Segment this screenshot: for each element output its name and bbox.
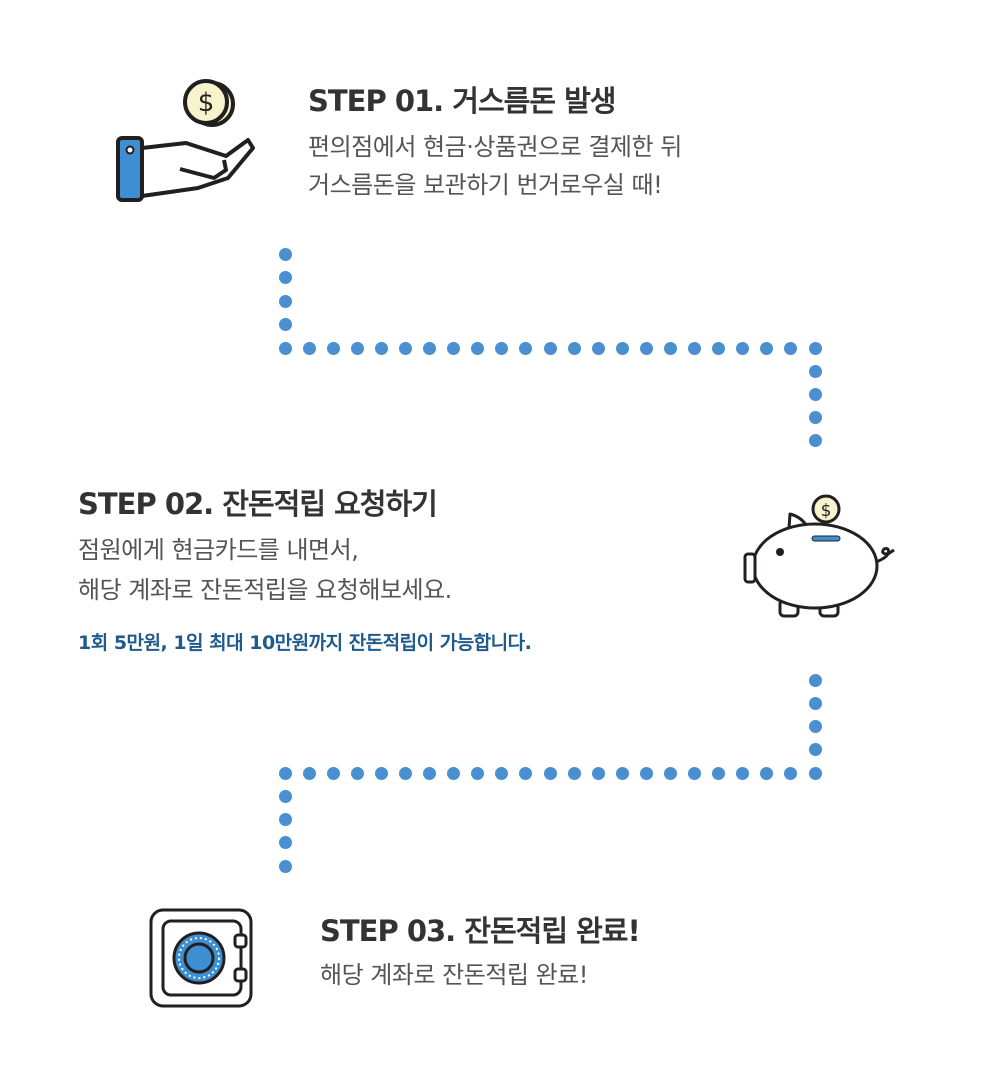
path-dot	[688, 341, 702, 355]
path-dot	[591, 341, 605, 355]
path-dot	[639, 766, 653, 780]
path-dot	[736, 766, 750, 780]
path-dot	[567, 341, 581, 355]
path-dot	[447, 341, 461, 355]
svg-text:$: $	[198, 88, 215, 118]
step-2-line-2: 해당 계좌로 잔돈적립을 요청해보세요.	[78, 576, 452, 604]
path-dot	[663, 766, 677, 780]
path-dot	[350, 341, 364, 355]
path-dot	[423, 766, 437, 780]
path-dot	[278, 294, 292, 308]
safe-icon	[149, 908, 253, 1008]
path-dot	[278, 836, 292, 850]
path-dot	[808, 364, 822, 378]
path-dot	[808, 387, 822, 401]
path-dot	[808, 720, 822, 733]
path-dot	[326, 341, 340, 355]
path-dot	[278, 766, 292, 780]
path-dot	[471, 766, 485, 780]
path-dot	[591, 766, 605, 780]
path-dot	[278, 859, 292, 873]
path-dot	[663, 341, 677, 355]
path-dot	[639, 341, 653, 355]
path-dot	[712, 341, 726, 355]
step-1-title: STEP 01. 거스름돈 발생	[308, 84, 616, 118]
path-dot	[374, 766, 388, 780]
path-dot	[760, 766, 774, 780]
path-dot	[784, 766, 798, 780]
path-dot	[374, 341, 388, 355]
path-dot	[447, 766, 461, 780]
path-dot	[495, 341, 509, 355]
path-dot	[278, 341, 292, 355]
path-dot	[760, 341, 774, 355]
path-dot	[302, 766, 316, 780]
path-dot	[543, 341, 557, 355]
path-dot	[278, 271, 292, 284]
path-dot	[278, 318, 292, 331]
path-dot	[736, 341, 750, 355]
path-dot	[808, 410, 822, 424]
path-dot	[471, 341, 485, 355]
path-dot	[712, 766, 726, 780]
path-dot	[784, 341, 798, 355]
path-dot	[808, 673, 822, 687]
path-dot	[495, 766, 509, 780]
step-1-line-1: 편의점에서 현금·상품권으로 결제한 뒤	[308, 133, 682, 161]
step-2-note: 1회 5만원, 1일 최대 10만원까지 잔돈적립이 가능합니다.	[78, 632, 532, 654]
path-dot	[278, 789, 292, 803]
hand-coin-icon: $	[116, 79, 255, 202]
piggy-bank-icon: $	[743, 494, 895, 618]
path-dot	[278, 813, 292, 826]
path-dot	[567, 766, 581, 780]
path-dot	[615, 766, 629, 780]
path-dot	[543, 766, 557, 780]
path-dot	[350, 766, 364, 780]
path-dot	[423, 341, 437, 355]
path-dot	[808, 743, 822, 757]
step-2-line-1: 점원에게 현금카드를 내면서,	[78, 536, 359, 564]
path-dot	[808, 696, 822, 710]
step-3-title: STEP 03. 잔돈적립 완료!	[320, 914, 641, 948]
path-dot	[398, 766, 412, 780]
step-1-line-2: 거스름돈을 보관하기 번거로우실 때!	[308, 171, 663, 199]
path-dot	[278, 247, 292, 261]
svg-text:$: $	[821, 501, 832, 521]
path-dot	[688, 766, 702, 780]
path-dot	[398, 341, 412, 355]
path-dot	[615, 341, 629, 355]
path-dot	[302, 341, 316, 355]
path-dot	[808, 341, 822, 355]
path-dot	[519, 341, 533, 355]
step-3-line-1: 해당 계좌로 잔돈적립 완료!	[320, 961, 588, 989]
path-dot	[808, 433, 822, 447]
path-dot	[326, 766, 340, 780]
path-dot	[519, 766, 533, 780]
step-2-title: STEP 02. 잔돈적립 요청하기	[78, 487, 438, 521]
path-dot	[808, 766, 822, 780]
